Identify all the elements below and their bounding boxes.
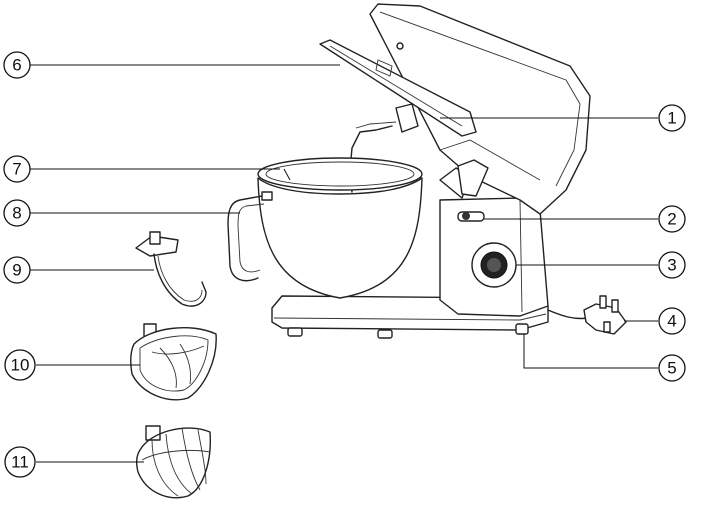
callout-9: 9 bbox=[3, 256, 31, 284]
leader-lines bbox=[30, 64, 658, 463]
speed-knob[interactable] bbox=[471, 242, 517, 288]
mixer-foot bbox=[377, 329, 393, 339]
flat-beater bbox=[129, 323, 217, 401]
callout-5-label: 5 bbox=[667, 359, 676, 378]
callout-11-label: 11 bbox=[11, 453, 29, 472]
callout-1: 1 bbox=[658, 104, 686, 132]
mixer-foot bbox=[515, 323, 529, 335]
stand-mixer bbox=[227, 3, 627, 339]
callout-8-label: 8 bbox=[12, 204, 21, 223]
callout-11: 11 bbox=[4, 446, 36, 478]
wire-whisk bbox=[135, 425, 211, 499]
callout-7-label: 7 bbox=[12, 160, 21, 179]
callout-4: 4 bbox=[658, 307, 686, 335]
callout-2-label: 2 bbox=[667, 210, 676, 229]
callout-7: 7 bbox=[3, 155, 31, 183]
tilt-lever[interactable] bbox=[457, 211, 485, 222]
callout-9-label: 9 bbox=[12, 261, 21, 280]
callout-2: 2 bbox=[658, 205, 686, 233]
mixer-foot bbox=[287, 327, 303, 337]
mixing-bowl-rim bbox=[257, 157, 423, 191]
callout-6: 6 bbox=[3, 51, 31, 79]
callout-5: 5 bbox=[658, 354, 686, 382]
mixing-bowl bbox=[257, 177, 423, 299]
dough-hook bbox=[135, 231, 207, 307]
power-cord bbox=[547, 309, 589, 320]
callout-1-label: 1 bbox=[667, 109, 676, 128]
callout-10: 10 bbox=[4, 349, 36, 381]
callout-3-label: 3 bbox=[667, 256, 676, 275]
callout-6-label: 6 bbox=[12, 56, 21, 75]
bowl-handle bbox=[227, 195, 263, 282]
callout-10-label: 10 bbox=[11, 356, 30, 375]
callout-4-label: 4 bbox=[667, 312, 676, 331]
callout-8: 8 bbox=[3, 199, 31, 227]
power-plug bbox=[583, 295, 627, 335]
callout-3: 3 bbox=[658, 251, 686, 279]
